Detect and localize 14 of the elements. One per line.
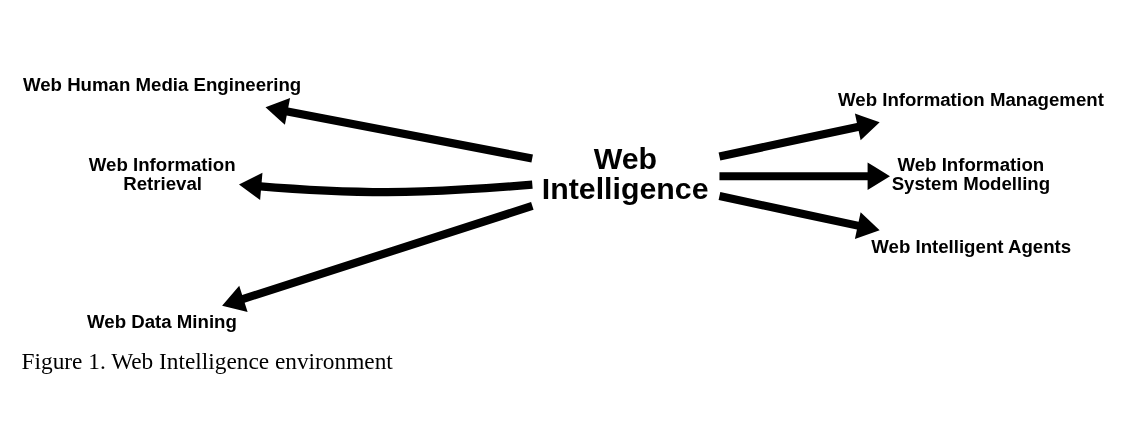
arrow	[239, 172, 533, 201]
arrow	[718, 192, 880, 240]
arrow	[718, 113, 880, 161]
arrow	[719, 162, 890, 190]
node-text: Web Intelligence	[541, 142, 709, 206]
node-text: Web Human Media Engineering	[22, 73, 302, 95]
node-text: Web Intelligent Agents	[871, 236, 1072, 257]
node-text: Web Information Retrieval	[88, 154, 236, 195]
arrow	[265, 97, 533, 163]
node-text: Web Information Management	[838, 89, 1104, 111]
node-text: Web Information System Modelling	[891, 154, 1051, 195]
arrow	[222, 202, 534, 312]
node-text: Web Data Mining	[87, 310, 237, 332]
caption: Figure 1. Web Intelligence environment	[21, 347, 393, 374]
